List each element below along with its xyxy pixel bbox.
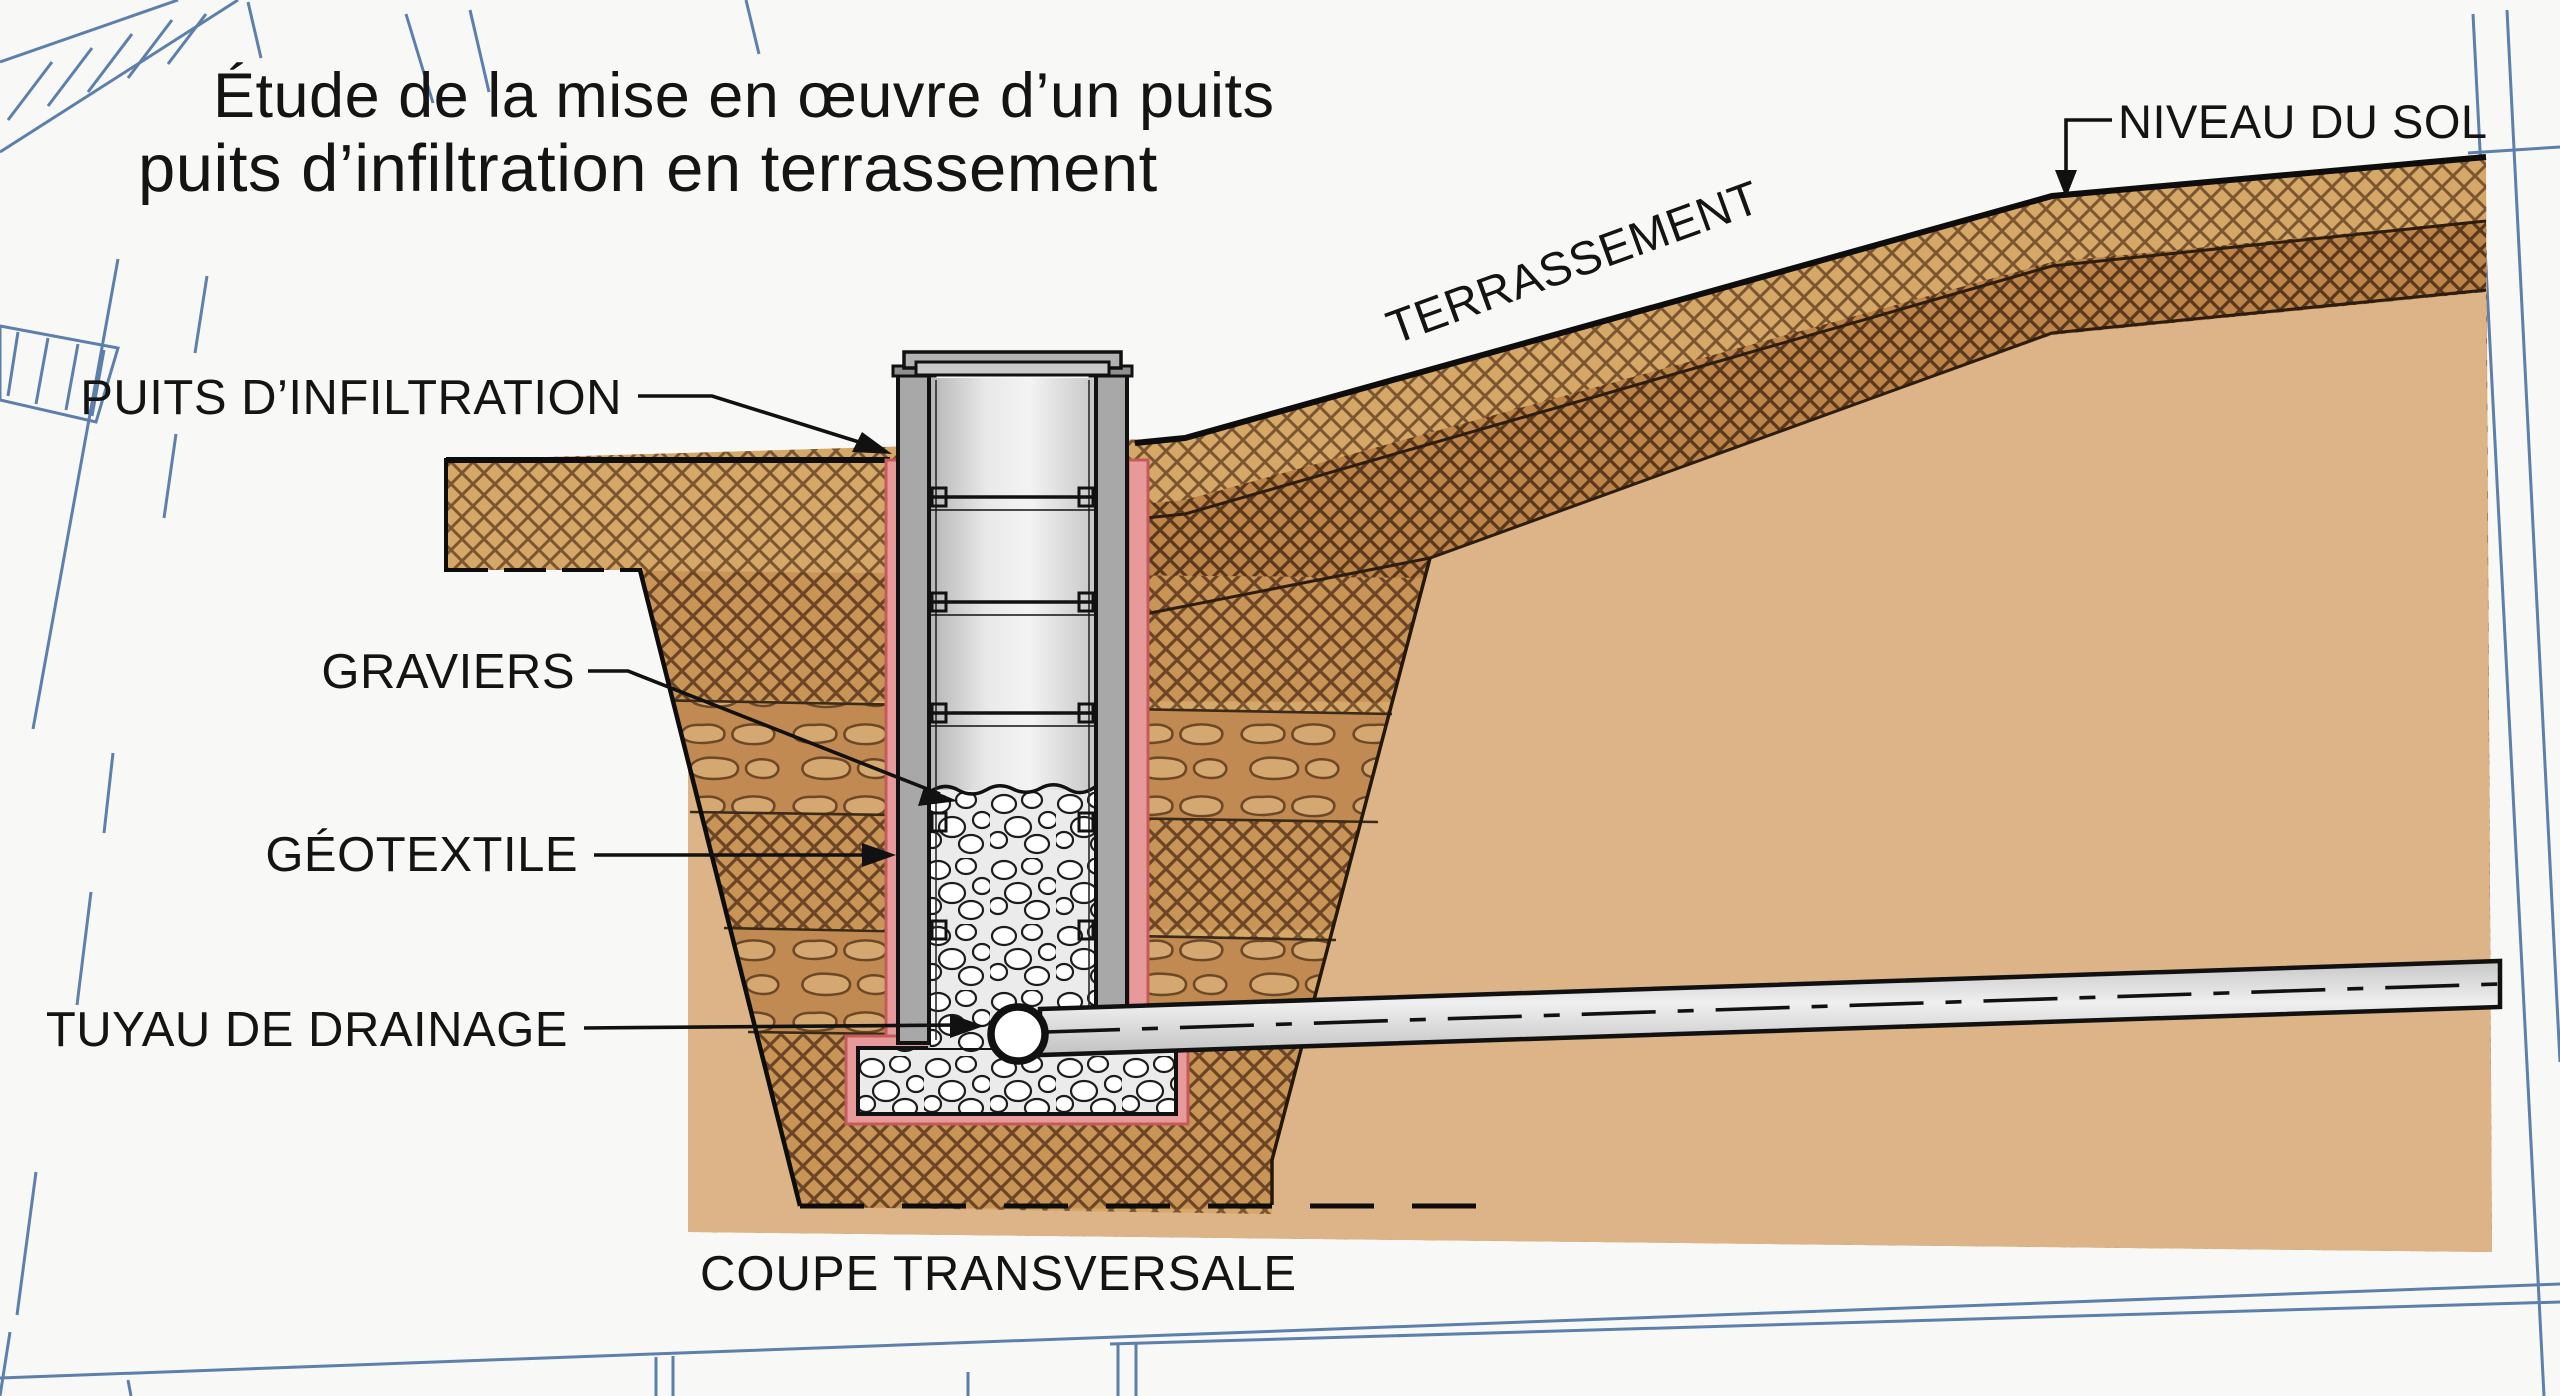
- leader-graviers: [588, 669, 941, 796]
- arrowhead-graviers: [918, 787, 958, 806]
- gravel-top-line: [928, 783, 1097, 796]
- label-puits-infiltration: PUITS D’INFILTRATION: [80, 371, 622, 425]
- trench-slope-left: [637, 569, 803, 1207]
- leader-tuyau: [583, 1023, 959, 1030]
- drainage-pipe: [987, 958, 2503, 1065]
- title-line-1: Étude de la mise en œuvre d’un puits: [213, 61, 1275, 131]
- pipe-centerline: [1045, 982, 2499, 1034]
- leader-lines: [583, 118, 2112, 1038]
- title-line-2: puits d’infiltration en terrassement: [138, 131, 1158, 206]
- well-wall-right: [1094, 370, 1129, 1045]
- label-niveau-du-sol: NIVEAU DU SOL: [2118, 95, 2488, 148]
- label-geotextile: GÉOTEXTILE: [265, 828, 578, 882]
- pit-wall-right-edge: [1270, 557, 1432, 1205]
- label-tuyau-drainage: TUYAU DE DRAINAGE: [45, 1003, 568, 1057]
- arrowhead-puits: [852, 432, 892, 454]
- arrowhead-tuyau: [950, 1014, 984, 1038]
- arrowhead-geotextile: [862, 843, 896, 867]
- label-graviers: GRAVIERS: [321, 645, 575, 699]
- ground-line-right: [1134, 154, 2487, 446]
- ring-joints: [930, 486, 1095, 941]
- caption-coupe-transversale: COUPE TRANSVERSALE: [700, 1247, 1298, 1301]
- arrowhead-niveau: [2055, 170, 2077, 198]
- leader-niveau: [2064, 118, 2112, 182]
- drainage-pipe-outlet: [987, 1003, 1049, 1065]
- well-wall-left: [896, 370, 931, 1045]
- well-collar: [891, 350, 1134, 378]
- leader-puits: [638, 394, 879, 450]
